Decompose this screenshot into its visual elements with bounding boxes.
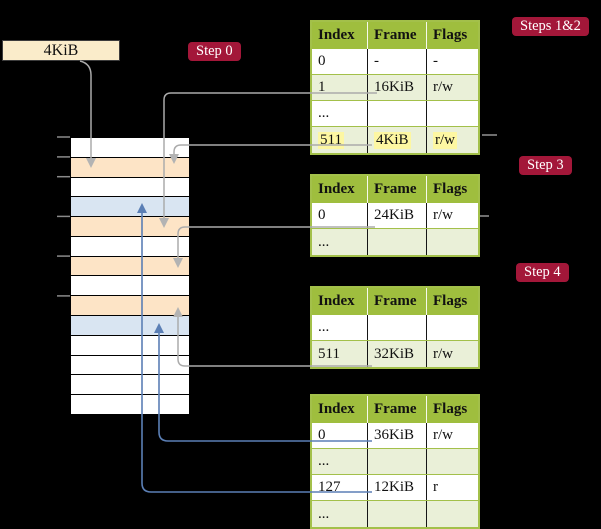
cell-flags — [427, 101, 478, 126]
table-row: 1 16KiB r/w — [312, 75, 478, 101]
memory-frame-row-5 — [71, 236, 189, 257]
cell-flags: r — [433, 479, 438, 495]
column-header-flags: Flags — [433, 293, 468, 309]
cell-flags: r/w — [433, 79, 453, 95]
memory-frame-row-6 — [71, 256, 189, 277]
cell-flags — [427, 449, 478, 474]
physical-memory-column — [70, 137, 190, 415]
cell-frame: - — [368, 49, 427, 74]
page-table-step-4: Index Frame Flags ... 511 32KiB r/w — [310, 286, 480, 369]
cell-frame: 36KiB — [368, 423, 427, 448]
table-row: ... — [312, 449, 478, 475]
cell-index: ... — [312, 101, 368, 126]
cell-index: 511 — [312, 127, 368, 153]
cell-frame — [368, 315, 427, 340]
memory-frame-row-3 — [71, 197, 189, 218]
table-row: 0 24KiB r/w — [312, 203, 478, 229]
cell-index: ... — [312, 501, 368, 527]
column-header-index: Index — [312, 288, 368, 315]
table-header-row: Index Frame Flags — [312, 176, 478, 203]
cell-frame: 12KiB — [368, 475, 427, 500]
cell-index: ... — [312, 229, 368, 255]
cell-index: 511 — [312, 341, 368, 367]
badge-step-4: Step 4 — [516, 263, 569, 282]
table-header-row: Index Frame Flags — [312, 22, 478, 49]
memory-frame-row-9 — [71, 316, 189, 336]
table-row: ... — [312, 229, 478, 255]
cell-index: 0 — [312, 423, 368, 448]
highlighted-value: 511 — [318, 131, 344, 149]
table-row-highlighted: 511 4KiB r/w — [312, 127, 478, 153]
memory-boundary-ticks — [57, 136, 70, 297]
cell-frame — [368, 101, 427, 126]
badge-step-3: Step 3 — [519, 156, 572, 175]
page-table-step-3: Index Frame Flags 0 24KiB r/w ... — [310, 174, 480, 257]
cell-flags — [427, 229, 478, 255]
cell-flags — [427, 315, 478, 340]
cell-frame — [368, 229, 427, 255]
column-header-frame: Frame — [368, 288, 427, 315]
memory-frame-row-7 — [71, 276, 189, 297]
frame-size-label-box: 4KiB — [2, 40, 120, 61]
cell-flags: r/w — [433, 345, 453, 362]
cell-index: ... — [312, 449, 368, 474]
cell-flags: r/w — [433, 207, 453, 223]
cell-flags: r/w — [427, 127, 478, 153]
cell-index: ... — [312, 315, 368, 340]
cell-frame — [368, 501, 427, 527]
frame-size-label: 4KiB — [43, 41, 79, 59]
column-header-index: Index — [312, 396, 368, 423]
cell-index: 127 — [312, 475, 368, 500]
table-row: ... — [312, 501, 478, 527]
cell-flags: r/w — [433, 427, 453, 443]
cell-index: 1 — [312, 75, 368, 100]
table-row: 0 36KiB r/w — [312, 423, 478, 449]
column-header-frame: Frame — [368, 176, 427, 203]
page-table-bottom: Index Frame Flags 0 36KiB r/w ... 127 12… — [310, 394, 480, 529]
column-header-flags: Flags — [433, 27, 468, 43]
cell-frame: 4KiB — [368, 127, 427, 153]
memory-frame-row-11 — [71, 355, 189, 376]
cell-frame: 32KiB — [368, 341, 427, 367]
column-header-flags: Flags — [433, 401, 468, 417]
memory-frame-row-0 — [71, 138, 189, 158]
memory-frame-row-13 — [71, 395, 189, 414]
table-header-row: Index Frame Flags — [312, 396, 478, 423]
cell-flags: - — [433, 53, 438, 69]
cell-frame — [368, 449, 427, 474]
memory-frame-row-1 — [71, 157, 189, 178]
column-header-index: Index — [312, 22, 368, 49]
table-row: 0 - - — [312, 49, 478, 75]
cell-frame: 16KiB — [368, 75, 427, 100]
cell-flags — [427, 501, 478, 527]
table-row: 127 12KiB r — [312, 475, 478, 501]
memory-frame-row-8 — [71, 296, 189, 317]
table-header-row: Index Frame Flags — [312, 288, 478, 315]
table-row: 511 32KiB r/w — [312, 341, 478, 367]
badge-step-0: Step 0 — [188, 42, 241, 61]
cell-frame: 24KiB — [368, 203, 427, 228]
cell-index: 0 — [312, 203, 368, 228]
column-header-frame: Frame — [368, 396, 427, 423]
column-header-frame: Frame — [368, 22, 427, 49]
badge-steps-1-2: Steps 1&2 — [512, 17, 589, 36]
column-header-index: Index — [312, 176, 368, 203]
memory-frame-row-12 — [71, 375, 189, 396]
highlighted-value: 4KiB — [374, 131, 411, 149]
page-table-steps-1-2: Index Frame Flags 0 - - 1 16KiB r/w ... … — [310, 20, 480, 155]
table-row: ... — [312, 101, 478, 127]
memory-frame-row-4 — [71, 217, 189, 237]
memory-frame-row-10 — [71, 335, 189, 356]
table-row: ... — [312, 315, 478, 341]
column-header-flags: Flags — [433, 181, 468, 197]
memory-frame-row-2 — [71, 177, 189, 198]
highlighted-value: r/w — [433, 131, 457, 149]
cell-index: 0 — [312, 49, 368, 74]
